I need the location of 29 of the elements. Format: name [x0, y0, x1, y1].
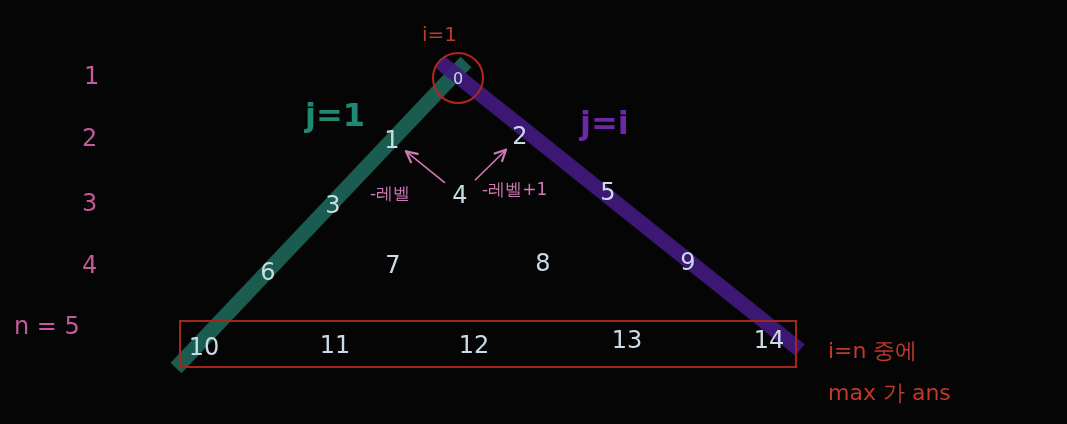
triangle-number: 7 [382, 250, 404, 280]
triangle-number: 4 [448, 179, 472, 211]
highlight-box [179, 320, 797, 368]
arrow [404, 150, 446, 184]
answer-note: i=n 중에 max 가 ans [828, 337, 952, 407]
triangle-number: 12 [457, 330, 491, 360]
row-number: 2 [82, 124, 98, 152]
triangle-number: 10 [187, 332, 221, 362]
triangle-number: 14 [752, 325, 786, 355]
row-size-label: n = 5 [14, 312, 80, 340]
triangle-number: 9 [677, 247, 699, 277]
triangle-number: 3 [322, 190, 344, 220]
condition-label: i=1 [422, 22, 458, 46]
column-condition-label: j=i [580, 104, 629, 142]
triangle-number: 5 [597, 177, 619, 207]
triangle-number: 8 [532, 248, 554, 278]
triangle-number: 1 [381, 125, 403, 155]
triangle-number: 2 [509, 121, 531, 151]
triangle-number: 11 [318, 330, 352, 360]
row-number: 3 [82, 189, 98, 217]
edge-label: -레벨+1 [482, 178, 548, 201]
arrow [474, 148, 508, 182]
triangle-number: 13 [610, 325, 644, 355]
circled-number: 0 [432, 52, 484, 104]
row-number: 1 [84, 62, 100, 90]
triangle-number: 6 [257, 257, 279, 287]
row-number: 4 [82, 251, 98, 279]
edge-label: -레벨 [370, 182, 411, 205]
column-condition-label: j=1 [305, 96, 366, 134]
